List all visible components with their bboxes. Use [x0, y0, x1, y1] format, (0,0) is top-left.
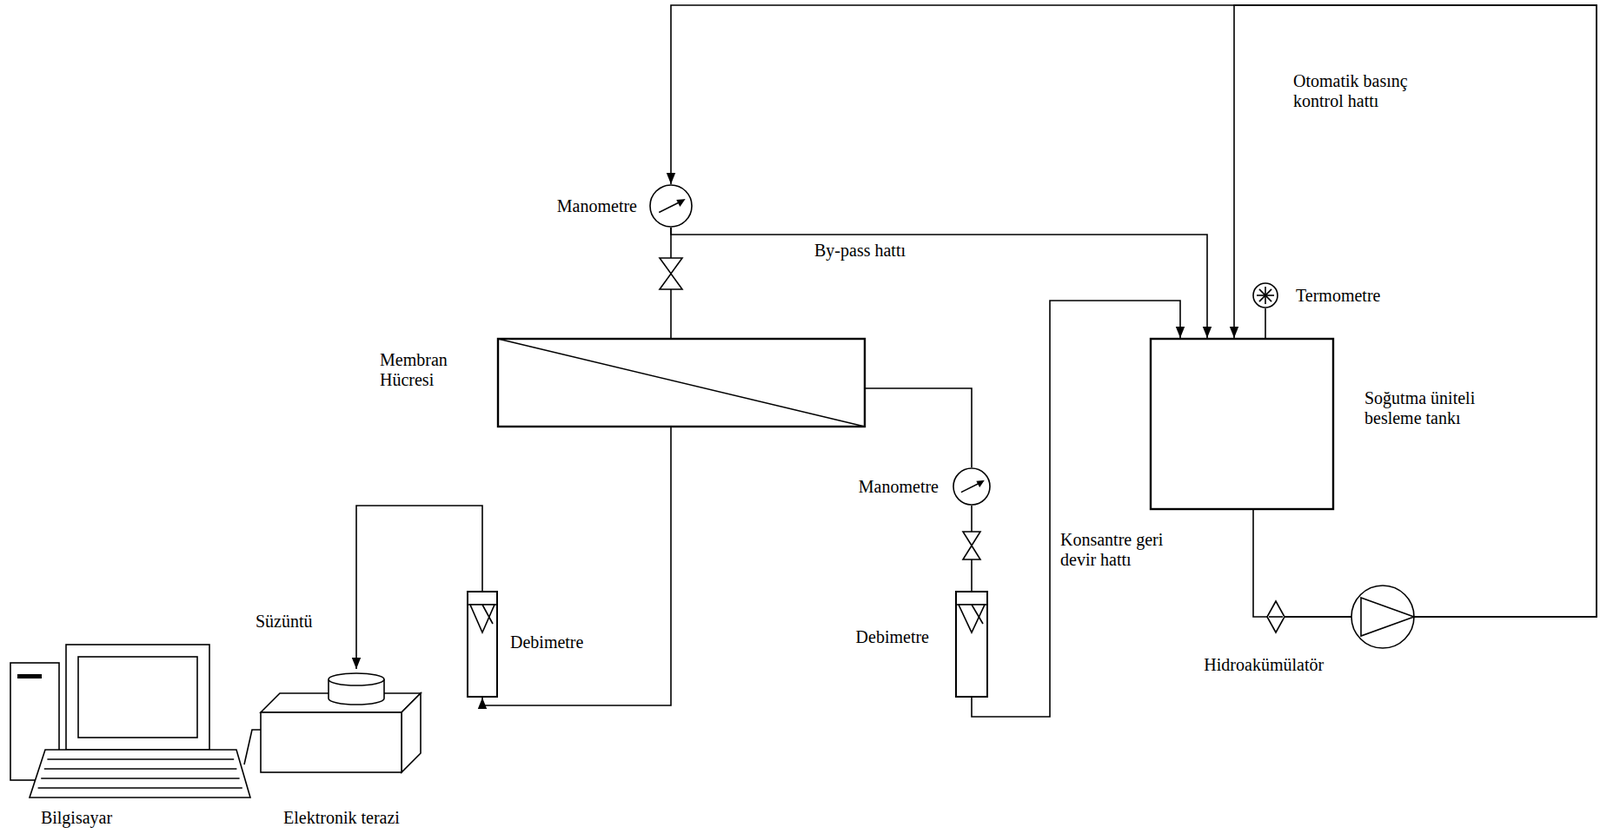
flowmeter-shape [955, 590, 989, 698]
pipe-line [1234, 5, 1597, 618]
manometer-shape [952, 467, 991, 506]
symbol-stroke [1256, 294, 1275, 297]
symbol-stroke [46, 758, 234, 761]
node-label: Termometre [1295, 285, 1381, 306]
symbol-stroke [1268, 616, 1283, 618]
symbol-outline [958, 604, 985, 633]
valve-symbol [962, 531, 981, 560]
thermometer: Termometre [1252, 282, 1279, 309]
line-label: Konsantre geri devir hattı [1058, 530, 1202, 571]
beaker [328, 679, 385, 705]
gauge-dial [953, 468, 990, 505]
node-label: Manometre [858, 477, 939, 498]
vessel-outline [1150, 338, 1334, 510]
flowmeter-tube [956, 591, 988, 698]
pipe-line [670, 5, 1597, 618]
symbol-stroke [1259, 289, 1272, 302]
membrane-cell: Membran Hücresi [497, 338, 866, 428]
line-label: Süzüntü [253, 611, 315, 632]
gauge-dial [650, 185, 692, 227]
valve-symbol [659, 258, 683, 290]
electronic-scale: Elektronik terazi [260, 669, 423, 774]
membrane-cell-shape [497, 338, 866, 428]
pipe-line [482, 427, 671, 706]
symbol-stroke [40, 777, 240, 780]
pump-symbol [1351, 585, 1415, 649]
symbol-stroke [482, 604, 493, 625]
screen [78, 657, 198, 738]
manometer: Manometre [952, 467, 991, 506]
node-label: Manometre [557, 196, 638, 217]
line-label: Otomatik basınç kontrol hattı [1291, 71, 1448, 112]
drive-slot [17, 674, 42, 679]
electronic-scale-shape [260, 669, 423, 774]
flowmeter: Debimetre [955, 590, 989, 698]
vessel-outline [497, 338, 865, 427]
flowmeter-tube [467, 591, 498, 698]
symbol-outline [1267, 601, 1285, 633]
symbol-outline [470, 604, 495, 633]
line-label: By-pass hattı [812, 240, 908, 261]
symbol-stroke [658, 200, 684, 213]
manometer: Manometre [649, 184, 693, 228]
pipe-line [971, 300, 1181, 718]
symbol-stroke [497, 338, 865, 427]
hydro-accumulator-shape [1267, 601, 1285, 633]
node-label: Hidroakümülatör [1203, 655, 1324, 676]
pipe-line [1253, 510, 1268, 618]
node-label: Debimetre [510, 632, 584, 653]
pipe-line [244, 730, 261, 765]
node-label: Membran Hücresi [379, 350, 476, 391]
pipe-line [356, 505, 483, 670]
node-label: Elektronik terazi [283, 808, 400, 829]
computer: Bilgisayar [10, 643, 253, 802]
flowmeter-shape [466, 590, 498, 698]
feed-tank-shape [1149, 338, 1335, 511]
symbol-outline [401, 693, 421, 773]
pipe-line [865, 388, 972, 468]
pipe-line [670, 227, 1208, 339]
thermometer-shape [1252, 282, 1279, 309]
manometer-shape [649, 184, 693, 228]
symbol-outline [29, 750, 251, 798]
scale-body [260, 712, 402, 773]
node-label: Bilgisayar [40, 808, 113, 829]
node-label: Soğutma üniteli besleme tankı [1364, 388, 1530, 429]
symbol-stroke [1259, 289, 1272, 302]
symbol-outline [260, 693, 421, 713]
thermometer-dial [1253, 283, 1278, 308]
feed-tank: Soğutma üniteli besleme tankı [1149, 338, 1335, 511]
pc-tower [10, 663, 60, 781]
computer-shape [10, 643, 253, 802]
beaker-rim [328, 673, 385, 686]
symbol-stroke [44, 768, 238, 771]
symbol-outline [977, 481, 984, 487]
symbol-stroke [971, 604, 983, 625]
pipe-line [1264, 308, 1267, 339]
node-label: Debimetre [856, 627, 930, 648]
flowmeter: Debimetre [466, 590, 498, 698]
symbol-stroke [38, 787, 243, 790]
symbol-outline [677, 199, 685, 206]
symbol-stroke [1264, 286, 1267, 305]
symbol-stroke [467, 604, 498, 606]
hydro-accumulator: Hidroakümülatör [1267, 601, 1285, 633]
symbol-stroke [961, 482, 983, 493]
symbol-stroke [956, 604, 988, 606]
monitor [66, 644, 210, 751]
